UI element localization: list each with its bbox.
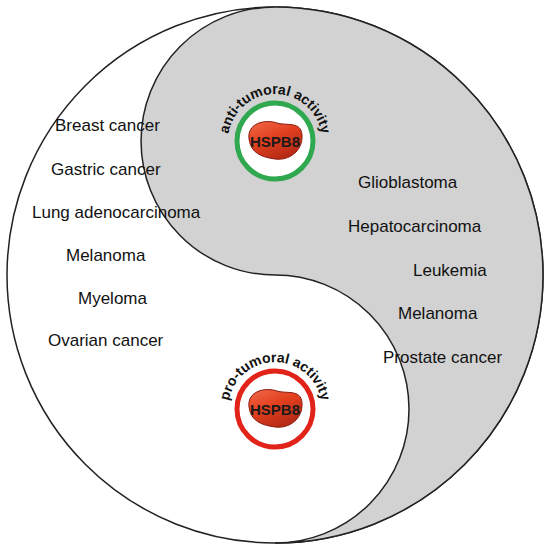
protein-name: HSPB8 — [215, 349, 335, 469]
cancer-label: Melanoma — [398, 304, 477, 324]
cancer-label: Glioblastoma — [358, 173, 457, 193]
cancer-label: Prostate cancer — [383, 348, 502, 368]
protein-name: HSPB8 — [215, 81, 335, 201]
activity-heading-path: pro-tumoral activity — [216, 349, 334, 402]
protein-circle: pro-tumoral activityHSPB8 — [215, 349, 335, 469]
activity-heading: pro-tumoral activity — [216, 349, 334, 402]
cancer-label: Hepatocarcinoma — [348, 217, 481, 237]
protein-circle: anti-tumoral activityHSPB8 — [215, 81, 335, 201]
cancer-label: Gastric cancer — [51, 160, 161, 180]
cancer-label: Ovarian cancer — [48, 331, 163, 351]
cancer-label: Lung adenocarcinoma — [32, 203, 200, 223]
cancer-label: Myeloma — [78, 289, 147, 309]
cancer-label: Breast cancer — [55, 116, 160, 136]
activity-heading: anti-tumoral activity — [216, 81, 335, 135]
cancer-label: Melanoma — [66, 246, 145, 266]
outer-circle — [7, 7, 543, 543]
cancer-label: Leukemia — [413, 261, 487, 281]
activity-heading-path: anti-tumoral activity — [216, 81, 335, 135]
gray-half — [141, 7, 543, 543]
